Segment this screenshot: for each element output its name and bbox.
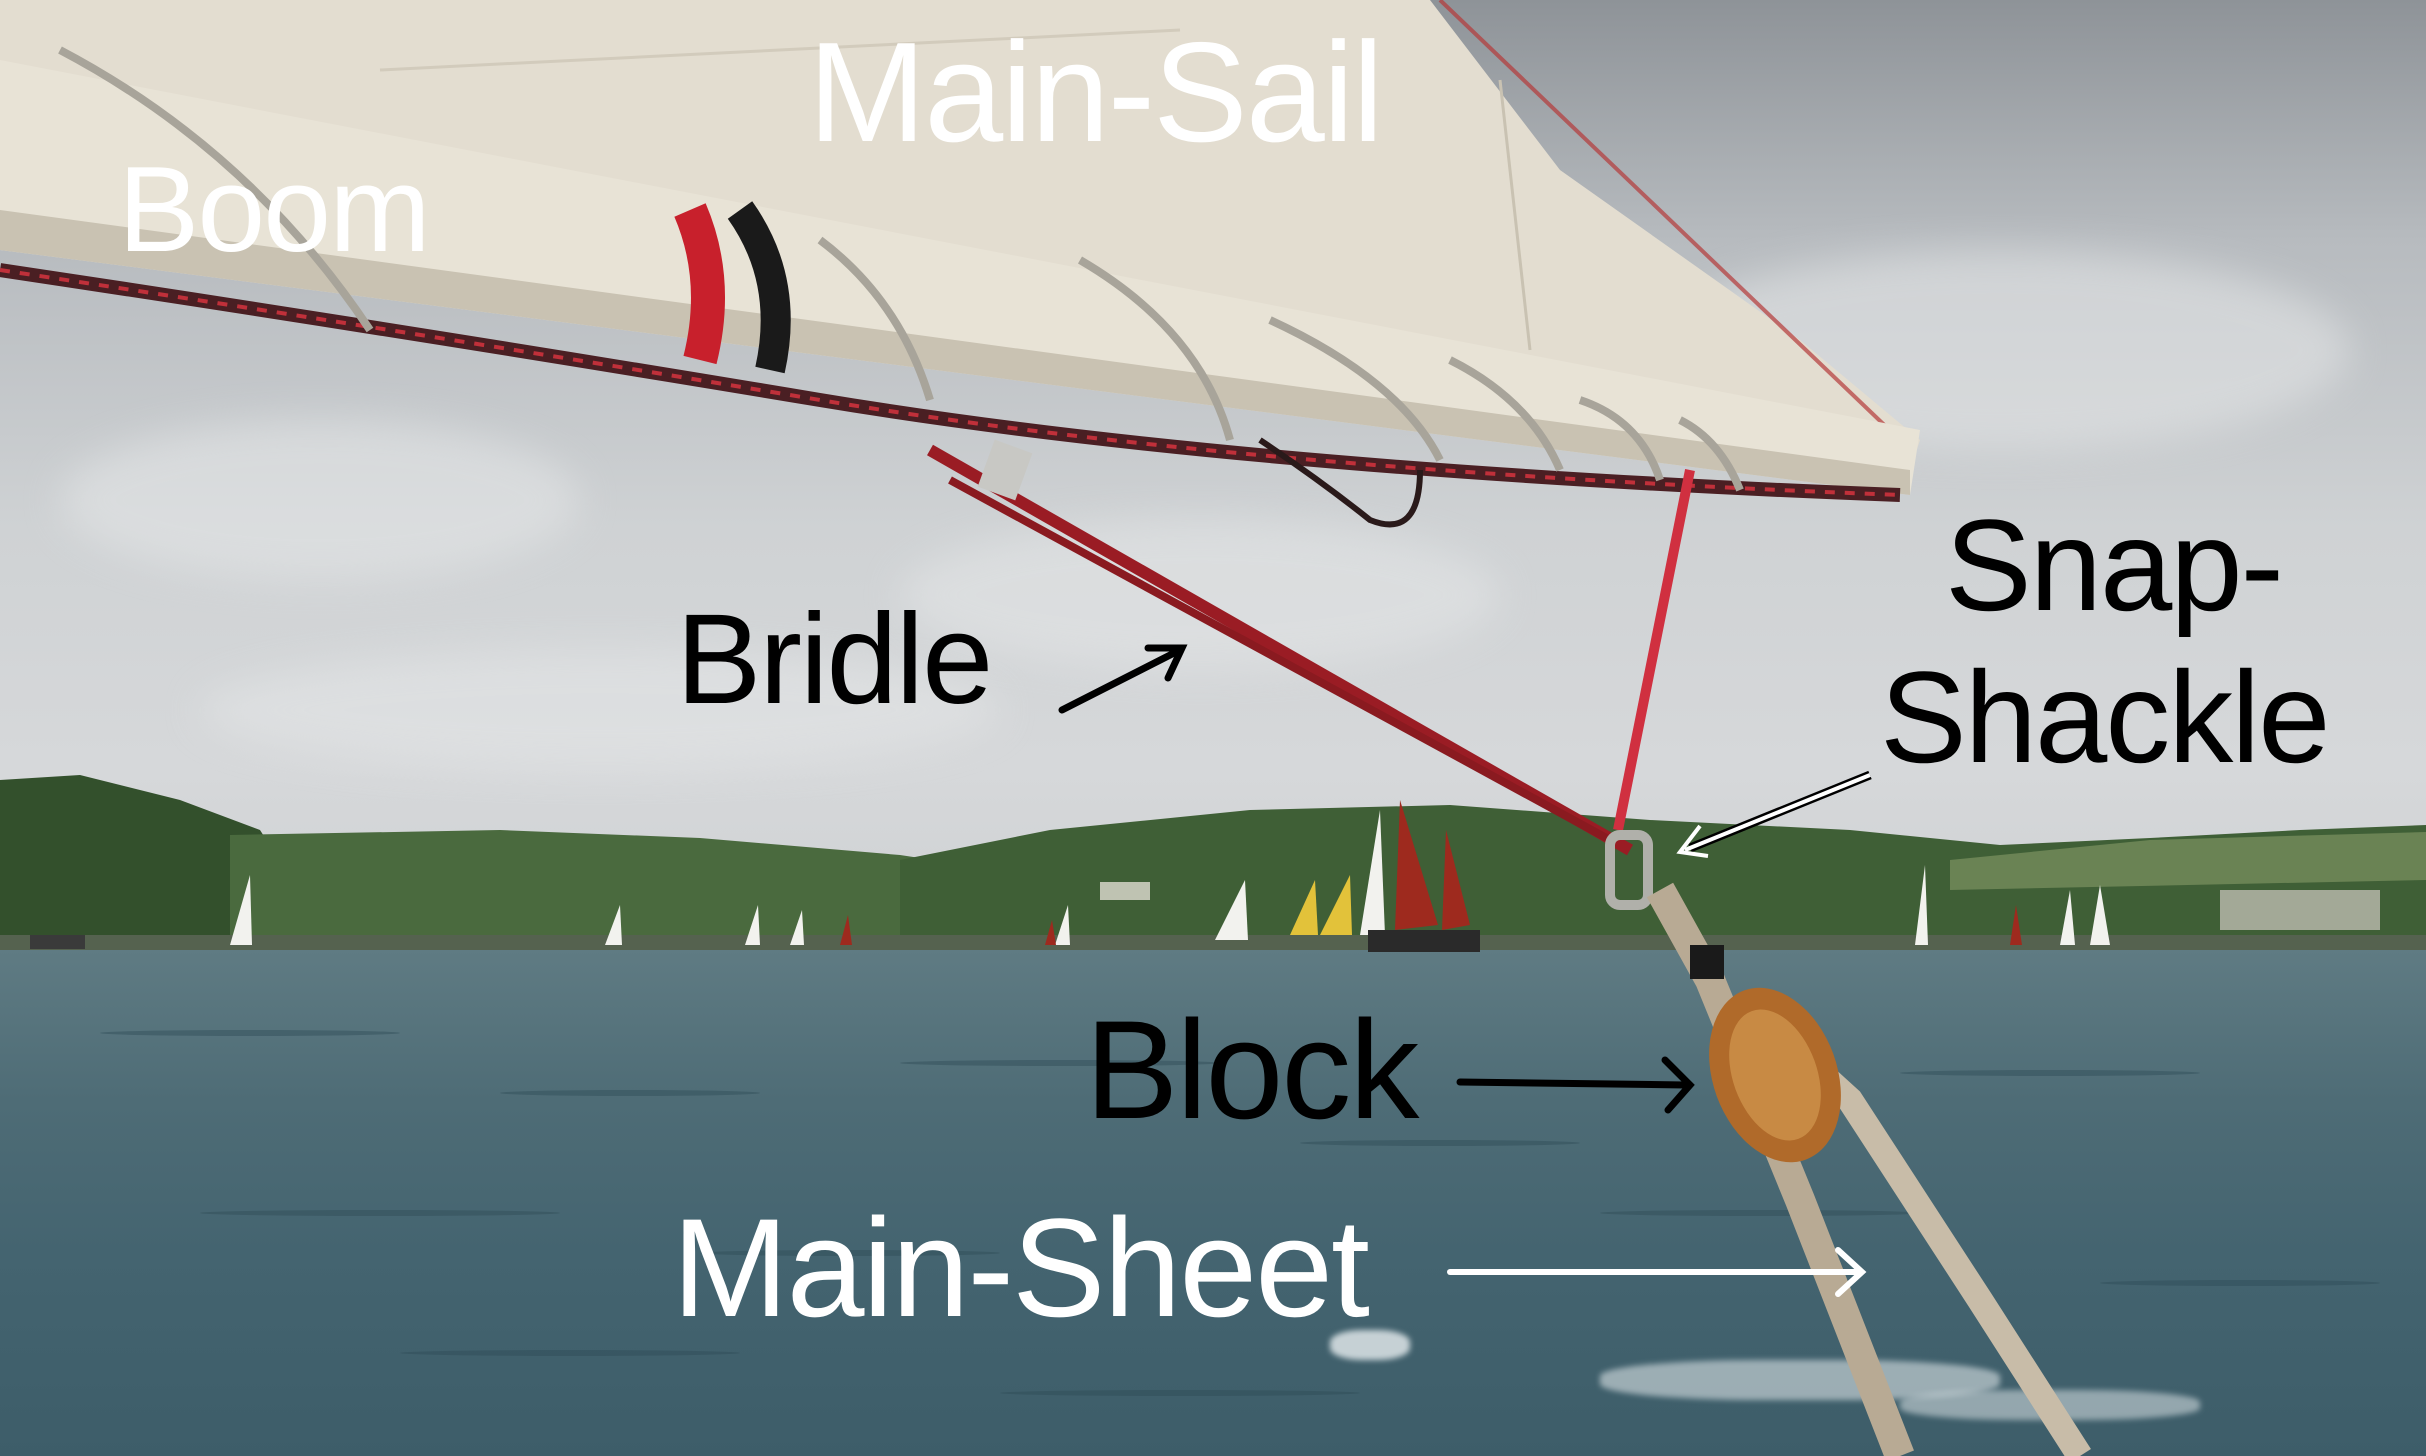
main-sheet-label: Main-Sheet <box>672 1189 1370 1346</box>
block-label: Block <box>1085 991 1419 1148</box>
boom-label: Boom <box>118 141 431 277</box>
bridle-arrow <box>1058 646 1184 714</box>
snap-shackle-arrow <box>1676 773 1871 858</box>
snap-shackle <box>1605 830 1653 910</box>
main-sail-label: Main-Sail <box>808 13 1384 172</box>
cloud <box>900 520 1500 670</box>
cloud <box>200 650 1000 770</box>
snap-shackle-label-line1: Snap- <box>1945 492 2284 638</box>
cloud <box>60 420 580 580</box>
boom <box>0 60 1920 495</box>
main-sheet-arrow <box>1447 1247 1867 1297</box>
block-arrow <box>1456 1078 1689 1089</box>
snap-shackle-label-line2: Shackle <box>1880 644 2330 790</box>
bridle-label: Bridle <box>676 588 993 731</box>
